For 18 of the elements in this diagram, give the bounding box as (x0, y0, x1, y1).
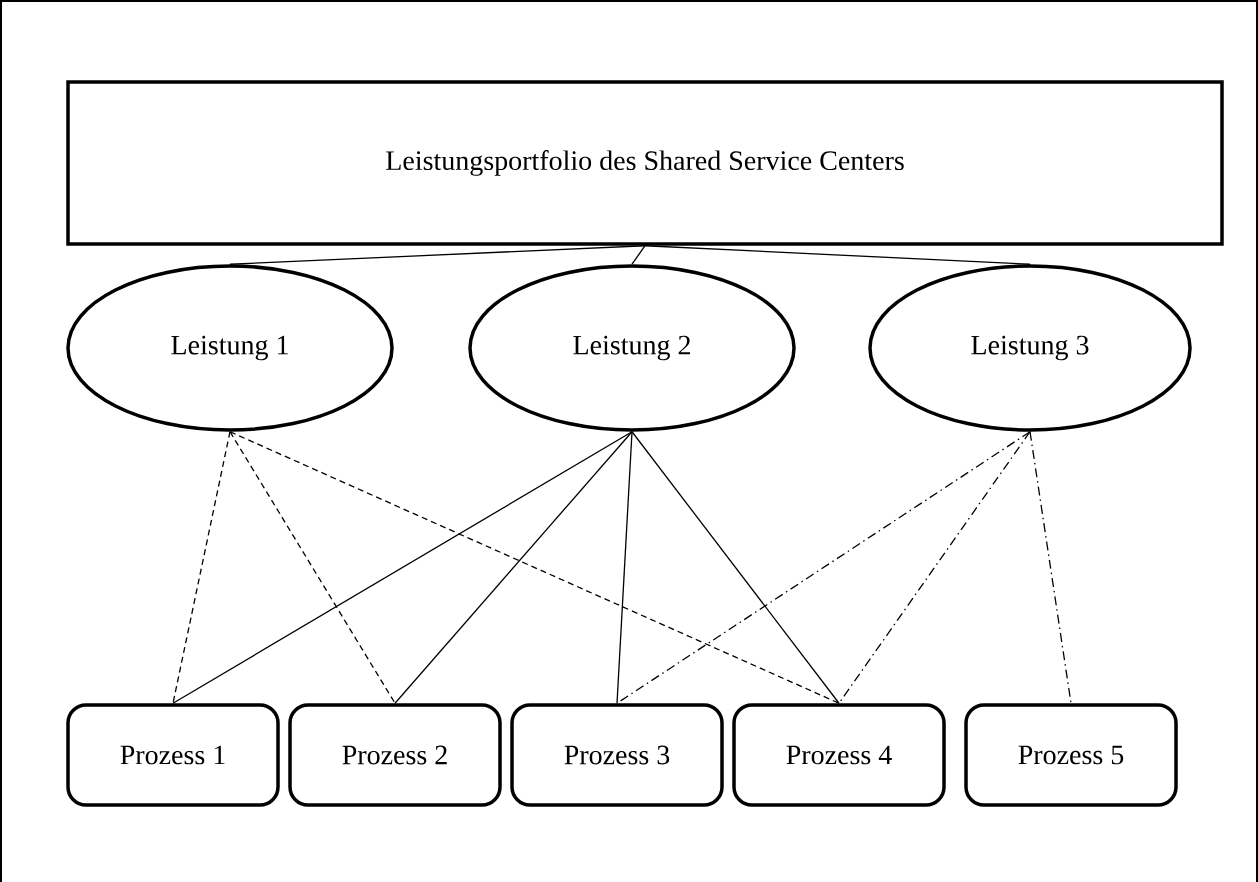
connector-line (172, 431, 633, 704)
connector-line (644, 245, 1031, 265)
process-box: Prozess 5 (964, 703, 1178, 807)
connector-line (616, 431, 633, 704)
connector-line (229, 245, 646, 265)
process-box: Prozess 4 (732, 703, 946, 807)
process-box: Prozess 2 (288, 703, 502, 807)
connector-line (631, 431, 840, 704)
portfolio-box: Leistungsportfolio des Shared Service Centers (66, 80, 1224, 246)
connector-line (1029, 431, 1072, 704)
connector-line (838, 431, 1031, 704)
connector-line (394, 431, 633, 704)
connector-line (229, 431, 840, 704)
connector-line (631, 245, 646, 265)
connector-line (229, 431, 396, 704)
connector-line (172, 431, 231, 704)
process-box: Prozess 3 (510, 703, 724, 807)
process-box: Prozess 1 (66, 703, 280, 807)
